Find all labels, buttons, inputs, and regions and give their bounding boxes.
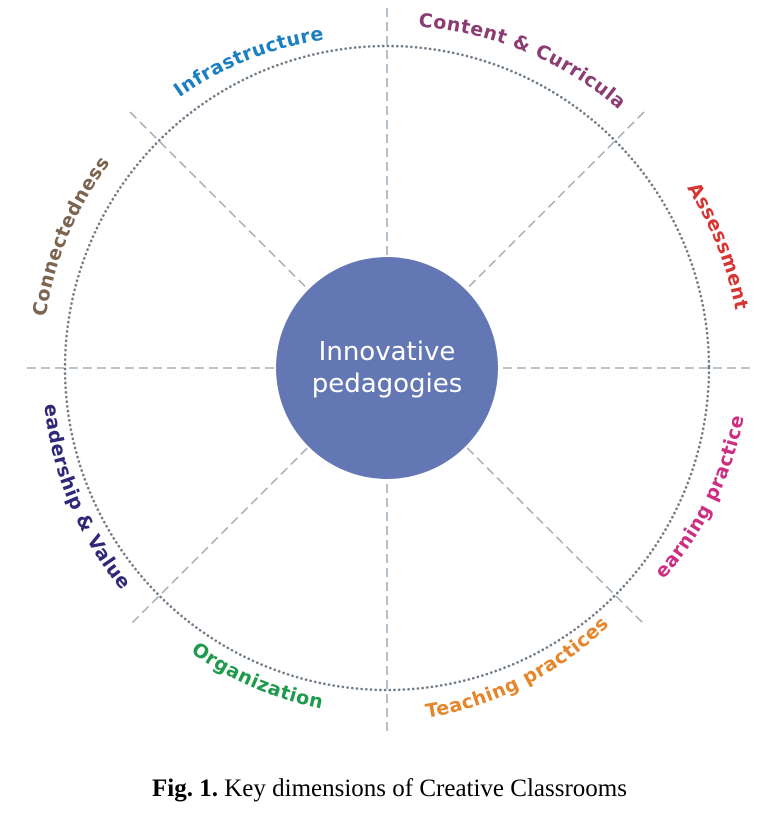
center-label-line-1: Innovative [319, 337, 456, 367]
figure-caption: Fig. 1. Key dimensions of Creative Class… [0, 775, 779, 803]
dimension-label-leadership-values: Leadership & Values [0, 0, 135, 594]
figure-caption-text: Key dimensions of Creative Classrooms [217, 775, 627, 802]
dimension-label-connectedness: Connectedness [29, 152, 115, 318]
dimension-label-content-curricula: Content & Curricula [418, 10, 630, 114]
figure-number: Fig. 1. [152, 775, 218, 802]
dimension-label-infrastructure: Infrastructure [170, 23, 326, 102]
center-circle [276, 257, 498, 479]
creative-classrooms-diagram: Innovative pedagogies Infrastructure Con… [0, 0, 752, 732]
outer-ring [63, 44, 711, 692]
dimension-label-assessment: Assessment [683, 179, 752, 312]
dimension-label-teaching-practices: Teaching practices [424, 612, 613, 722]
divider-diagonal-nw [129, 111, 645, 626]
center-label-line-2: pedagogies [312, 369, 463, 399]
divider-diagonal-ne [129, 111, 646, 626]
dimension-label-organization: Organization [188, 638, 326, 713]
